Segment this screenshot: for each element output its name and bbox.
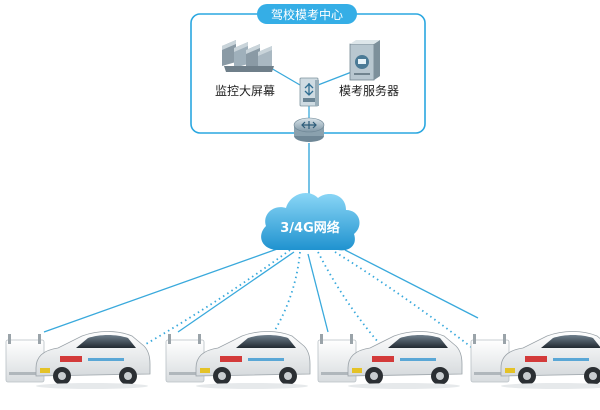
driving-school-car [195,331,311,389]
car-unit-2 [165,331,311,389]
car-unit-1 [5,331,151,389]
center-title-badge: 驾校模考中心 [257,4,357,24]
wireless-links [43,247,501,371]
network-cloud: 3/4G网络 [261,193,360,251]
monitor-label: 监控大屏幕 [215,84,275,98]
switch-icon [299,77,319,107]
driving-school-car [347,331,463,389]
driving-school-car [35,331,151,389]
car-unit-4 [470,331,600,389]
center-title: 驾校模考中心 [271,7,343,22]
router-icon [293,117,325,142]
driving-school-car [500,331,600,389]
monitor-wall-icon [222,40,274,72]
car-unit-3 [317,331,463,389]
server-icon [349,40,380,81]
server-label: 模考服务器 [339,83,399,98]
network-label: 3/4G网络 [280,220,340,236]
modem-icon [317,334,357,383]
car-units [5,331,600,389]
center-frame [190,13,426,134]
modem-icon [165,334,205,383]
